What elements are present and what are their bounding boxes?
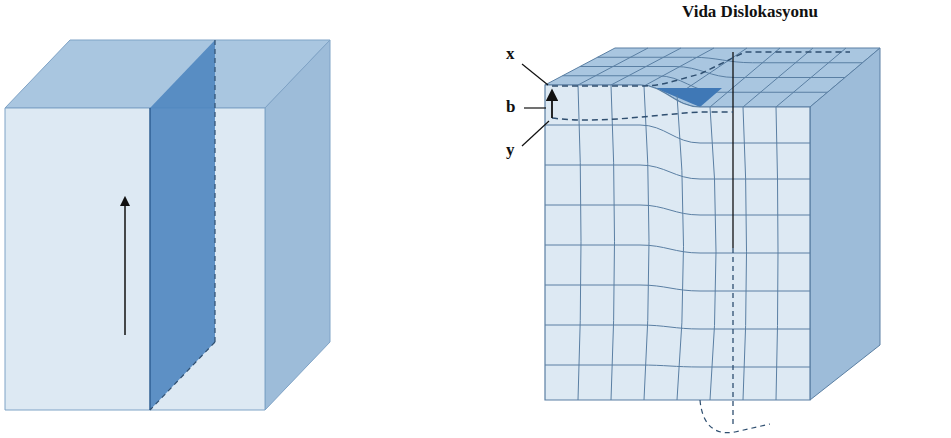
point-label: y — [506, 140, 515, 160]
burgers-vector-label: b — [506, 97, 515, 117]
perfect-crystal-cube — [5, 40, 330, 410]
point-label: x — [506, 44, 515, 64]
dislocation-label: Vida Dislokasyonu — [680, 2, 820, 22]
dislocated-crystal-block — [522, 48, 880, 433]
